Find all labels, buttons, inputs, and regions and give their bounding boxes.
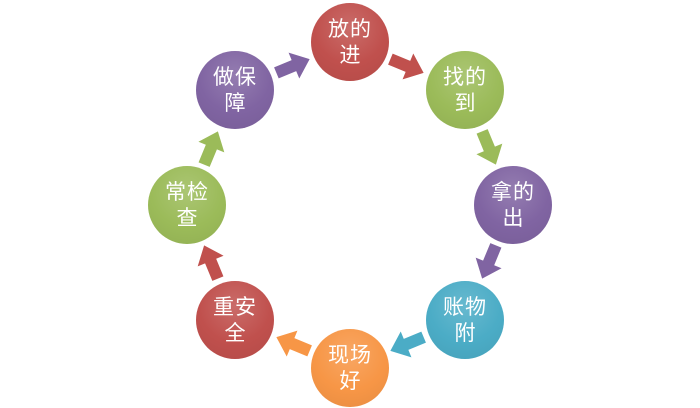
cycle-arrow-zhong-an-quan-to-chang-jian-cha — [197, 245, 224, 281]
node-label-line2: 进 — [339, 43, 361, 67]
arrow-glyph — [475, 243, 502, 279]
cycle-node-chang-jian-cha: 常检 查 — [148, 166, 226, 244]
cycle-node-zhao-de-dao: 找的 到 — [426, 51, 504, 129]
arrow-glyph — [197, 245, 224, 281]
node-label-line2: 到 — [454, 91, 476, 115]
cycle-node-zhong-an-quan: 重安 全 — [196, 281, 274, 359]
node-label-line1: 账物 — [443, 295, 487, 319]
node-label-line1: 放的 — [328, 17, 372, 41]
node-label-line1: 做保 — [213, 65, 257, 89]
cycle-arrow-fang-de-jin-to-zhao-de-dao — [388, 53, 424, 80]
node-label-line1: 常检 — [165, 180, 209, 204]
node-label-line1: 找的 — [443, 65, 487, 89]
cycle-node-zhang-wu-fu: 账物 附 — [426, 281, 504, 359]
node-label-line1: 重安 — [213, 295, 257, 319]
arrow-glyph — [274, 52, 310, 79]
cycle-node-xian-chang-hao: 现场 好 — [311, 329, 389, 407]
arrow-glyph — [198, 131, 225, 167]
node-label-line1: 拿的 — [491, 180, 535, 204]
node-label-line2: 出 — [502, 206, 524, 230]
node-label-line2: 查 — [176, 206, 198, 230]
cycle-arrow-xian-chang-hao-to-zhong-an-quan — [276, 330, 312, 357]
cycle-arrow-zhao-de-dao-to-na-de-chu — [476, 129, 503, 165]
node-label-line1: 现场 — [328, 343, 372, 367]
arrow-glyph — [388, 53, 424, 80]
arrow-glyph — [476, 129, 503, 165]
arrow-glyph — [276, 330, 312, 357]
node-label-line2: 全 — [224, 321, 246, 345]
cycle-arrow-zhang-wu-fu-to-xian-chang-hao — [390, 331, 426, 358]
node-label-line2: 好 — [339, 369, 361, 393]
node-label-line2: 附 — [454, 321, 476, 345]
cycle-arrow-na-de-chu-to-zhang-wu-fu — [475, 243, 502, 279]
cycle-node-fang-de-jin: 放的 进 — [311, 3, 389, 81]
cycle-arrow-zuo-bao-zhang-to-fang-de-jin — [274, 52, 310, 79]
node-label-line2: 障 — [224, 91, 246, 115]
cycle-arrow-chang-jian-cha-to-zuo-bao-zhang — [198, 131, 225, 167]
cycle-node-na-de-chu: 拿的 出 — [474, 166, 552, 244]
arrow-glyph — [390, 331, 426, 358]
cycle-node-zuo-bao-zhang: 做保 障 — [196, 51, 274, 129]
